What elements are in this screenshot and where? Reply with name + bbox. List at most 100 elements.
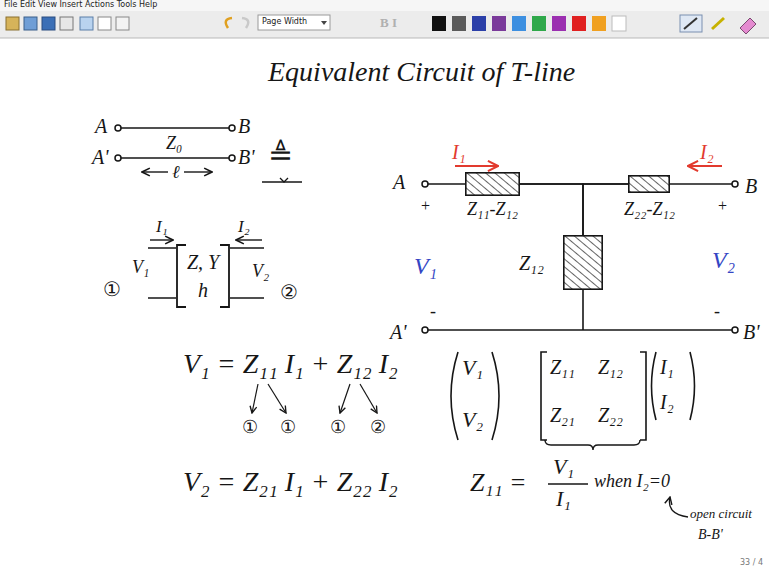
terminal — [115, 125, 121, 131]
toolbar-icon — [80, 17, 93, 30]
toolbar-icon — [116, 17, 129, 30]
terminal-name: A' — [92, 147, 109, 167]
toolbar — [0, 11, 769, 38]
current-arrow — [150, 239, 173, 240]
fraction-bar — [548, 483, 588, 485]
matrix-bracket — [541, 352, 547, 440]
port-index: ② — [370, 418, 386, 436]
impedance-label: Z₁₂ — [519, 253, 544, 273]
condition-note: B-B' — [698, 528, 723, 542]
port-index: ① — [280, 418, 296, 436]
polarity-sign: - — [714, 302, 720, 320]
note-arrow — [669, 497, 688, 517]
impedance-hatch — [466, 173, 519, 195]
port-index: ① — [330, 418, 346, 436]
current-name: I₁ — [156, 218, 168, 235]
port-wire — [230, 297, 264, 299]
color-swatch — [472, 16, 486, 31]
undo-icon — [226, 18, 232, 28]
toolbar-icon — [24, 17, 37, 30]
current-name: I₂ — [700, 142, 714, 162]
impedance-box: Z₂₂-Z₁₂ — [628, 175, 670, 193]
matrix-bracket — [640, 352, 646, 440]
annotation-arrow — [340, 384, 350, 413]
matrix-entry: Z₁₂ — [598, 357, 623, 377]
terminal — [422, 327, 428, 333]
color-swatch — [532, 16, 546, 31]
dropdown-arrow — [321, 21, 327, 25]
impedance-symbol: Z₀ — [166, 134, 182, 152]
toolbar-icon — [98, 17, 111, 30]
vector-paren — [451, 352, 458, 440]
fraction-numerator: V₁ — [553, 456, 574, 478]
equation: Z₁₁ = — [470, 470, 527, 496]
impedance-box: Z₁₂ — [563, 235, 603, 290]
color-swatch — [492, 16, 506, 31]
pen-tool-icon — [684, 18, 697, 29]
port-number: ① — [103, 279, 121, 299]
vector-entry: V₁ — [462, 357, 483, 379]
polarity-sign: + — [421, 198, 430, 214]
impedance-label: Z₁₁-Z₁₂ — [467, 200, 518, 218]
wire — [670, 183, 732, 185]
zoom-dropdown — [258, 15, 330, 30]
terminal — [115, 155, 121, 161]
length-arrow — [142, 171, 168, 172]
annotation-arrow — [268, 384, 286, 413]
bracket-left — [177, 245, 186, 307]
matrix-entry: Z₁₁ — [550, 357, 575, 377]
annotation-arrow — [360, 384, 377, 413]
current-arrow — [236, 239, 262, 240]
network-parameter: Z, Y — [187, 252, 219, 272]
color-swatch — [592, 16, 606, 31]
vector-paren — [690, 352, 695, 420]
wire — [582, 290, 584, 330]
matrix-entry: Z₂₂ — [598, 405, 623, 425]
port-number: ② — [280, 282, 298, 302]
terminal-name: A — [95, 116, 107, 136]
toolbar-icon — [42, 17, 55, 30]
terminal — [732, 327, 738, 333]
polarity-sign: - — [430, 302, 436, 320]
circuit-wire — [520, 184, 583, 235]
equation: V₁ = Z₁₁ I₁ + Z₁₂ I₂ — [183, 350, 398, 378]
vector-entry: V₂ — [462, 409, 483, 431]
toolbar-icon — [60, 17, 73, 30]
terminal — [732, 181, 738, 187]
port-wire — [148, 247, 176, 249]
impedance-box-outline — [563, 235, 603, 290]
line-conductor — [121, 127, 229, 129]
current-arrow — [455, 165, 498, 167]
equivalence-sign: ≜ — [268, 140, 293, 170]
impedance-hatch — [564, 236, 602, 289]
zoom-setting: Page Width — [262, 18, 307, 26]
color-swatch — [572, 16, 586, 31]
impedance-box-outline — [628, 175, 670, 193]
vector-paren — [492, 352, 499, 440]
pen-tool — [680, 15, 702, 32]
length-arrow — [184, 171, 212, 172]
impedance-box: Z₁₁-Z₁₂ — [465, 172, 520, 196]
polarity-sign: + — [718, 198, 727, 214]
terminal-name: A — [393, 172, 405, 192]
toolbar-icon — [6, 17, 19, 30]
length-symbol: ℓ — [172, 163, 180, 181]
port-index: ① — [242, 418, 258, 436]
condition-note: open circuit — [690, 507, 752, 520]
color-swatch — [612, 16, 626, 31]
matrix-entry: Z₂₁ — [550, 405, 575, 425]
circuit-wire — [583, 184, 628, 235]
redo-icon — [242, 18, 248, 28]
fraction-denominator: I₁ — [556, 488, 571, 510]
terminal-name: B — [745, 176, 757, 196]
eraser-icon — [740, 18, 756, 34]
terminal — [229, 155, 235, 161]
impedance-hatch — [629, 176, 669, 192]
equivalence-underline — [262, 181, 302, 183]
menu-items: File Edit View Insert Actions Tools Help — [4, 1, 157, 9]
condition-note: when I₂=0 — [594, 472, 670, 490]
color-swatch — [512, 16, 526, 31]
vector-entry: I₁ — [660, 357, 674, 377]
impedance-box-outline — [465, 172, 520, 196]
vector-entry: I₂ — [660, 392, 674, 412]
